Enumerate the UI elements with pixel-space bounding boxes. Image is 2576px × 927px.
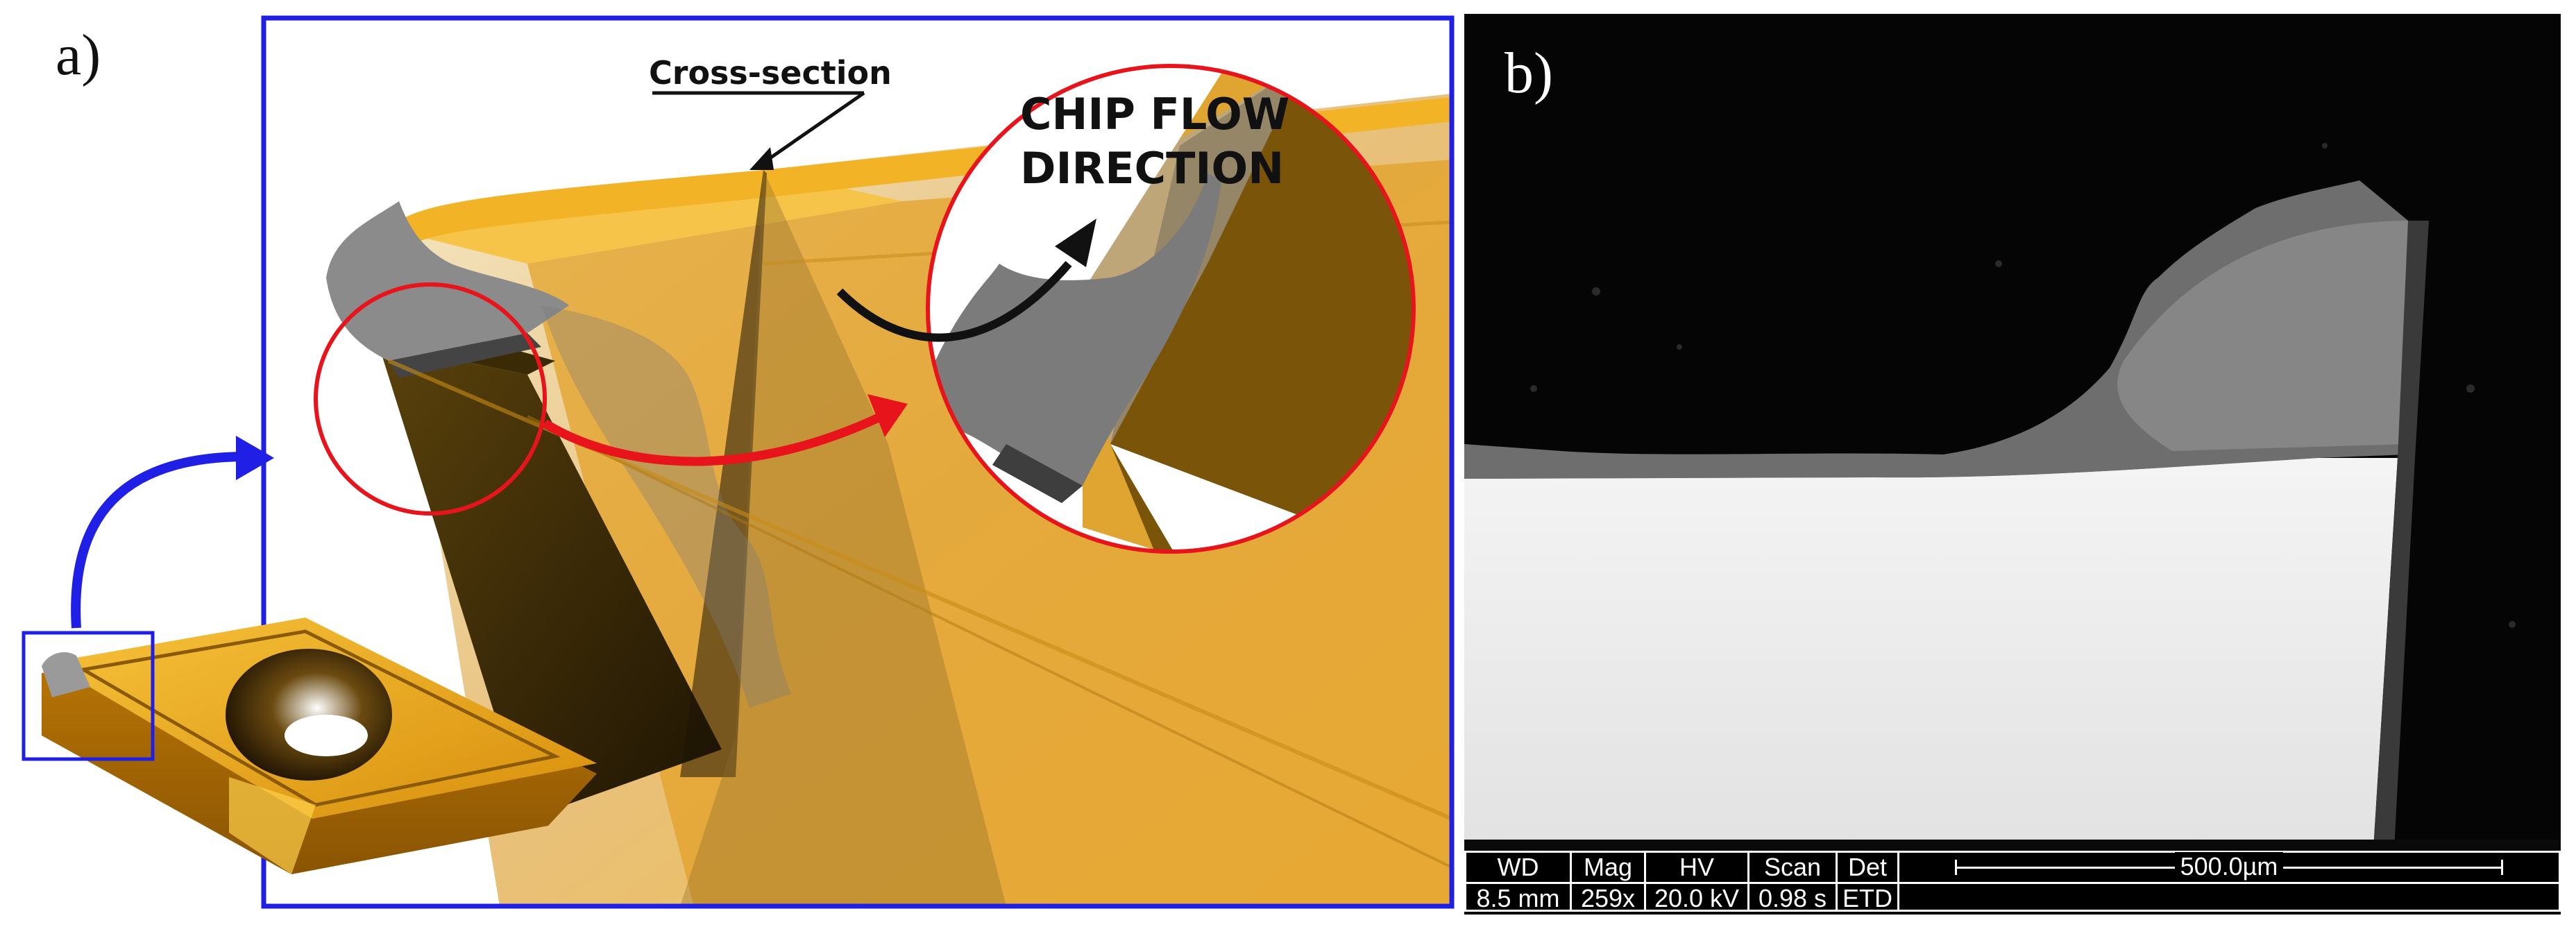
red-arrowhead xyxy=(867,394,908,437)
panel-a-artwork xyxy=(22,15,1455,909)
sem-cell-mag: Mag 259x xyxy=(1570,851,1646,912)
sem-value-mag: 259x xyxy=(1580,884,1636,912)
sem-cell-hv: HV 20.0 kV xyxy=(1644,851,1749,912)
sem-scale-bar: 500.0µm xyxy=(1897,851,2561,912)
cross-section-arrowhead xyxy=(749,147,774,170)
blue-arrowhead xyxy=(236,436,274,480)
panel-b-label: b) xyxy=(1505,41,1553,105)
detail-zoom xyxy=(928,66,1414,552)
sem-cell-det: Det ETD xyxy=(1836,851,1899,912)
sem-cell-wd: WD 8.5 mm xyxy=(1464,851,1572,912)
sem-info-bar: WD 8.5 mm Mag 259x HV 20.0 kV Scan 0.98 … xyxy=(1464,849,2561,915)
panel-b-sem-image xyxy=(1464,14,2561,849)
chip-flow-label-line1: CHIP FLOW xyxy=(1020,89,1290,139)
panel-a-label: a) xyxy=(56,23,101,87)
sem-header-wd: WD xyxy=(1466,853,1570,884)
sem-value-hv: 20.0 kV xyxy=(1654,884,1740,912)
sem-value-wd: 8.5 mm xyxy=(1476,884,1560,912)
chip-flow-label: CHIP FLOW DIRECTION xyxy=(1020,87,1312,196)
detail-circle-small xyxy=(314,282,547,516)
scale-tick-right xyxy=(2501,860,2503,875)
red-arrow xyxy=(542,412,883,466)
sem-header-det: Det xyxy=(1838,853,1897,884)
sem-header-mag: Mag xyxy=(1572,853,1644,884)
sem-value-scan: 0.98 s xyxy=(1758,884,1827,912)
scale-tick-left xyxy=(1955,860,1957,875)
selection-box xyxy=(22,631,155,761)
blue-arrow xyxy=(71,452,244,629)
detail-circle-large xyxy=(926,64,1416,554)
sem-value-det: ETD xyxy=(1842,884,1892,912)
scale-text: 500.0µm xyxy=(1899,852,2559,881)
sem-cell-scan: Scan 0.98 s xyxy=(1747,851,1838,912)
sem-header-scan: Scan xyxy=(1749,853,1836,884)
cross-section-label: Cross-section xyxy=(649,54,892,92)
chip-flow-arrow xyxy=(836,261,1072,342)
chip-flow-label-line2: DIRECTION xyxy=(1020,143,1285,194)
sem-header-hv: HV xyxy=(1646,853,1747,884)
sem-scale-top: 500.0µm xyxy=(1899,852,2559,884)
chip-flow-arrowhead xyxy=(1055,219,1096,267)
cross-section-leader xyxy=(759,91,865,167)
scale-label: 500.0µm xyxy=(2174,852,2284,881)
cutting-insert xyxy=(42,618,597,874)
